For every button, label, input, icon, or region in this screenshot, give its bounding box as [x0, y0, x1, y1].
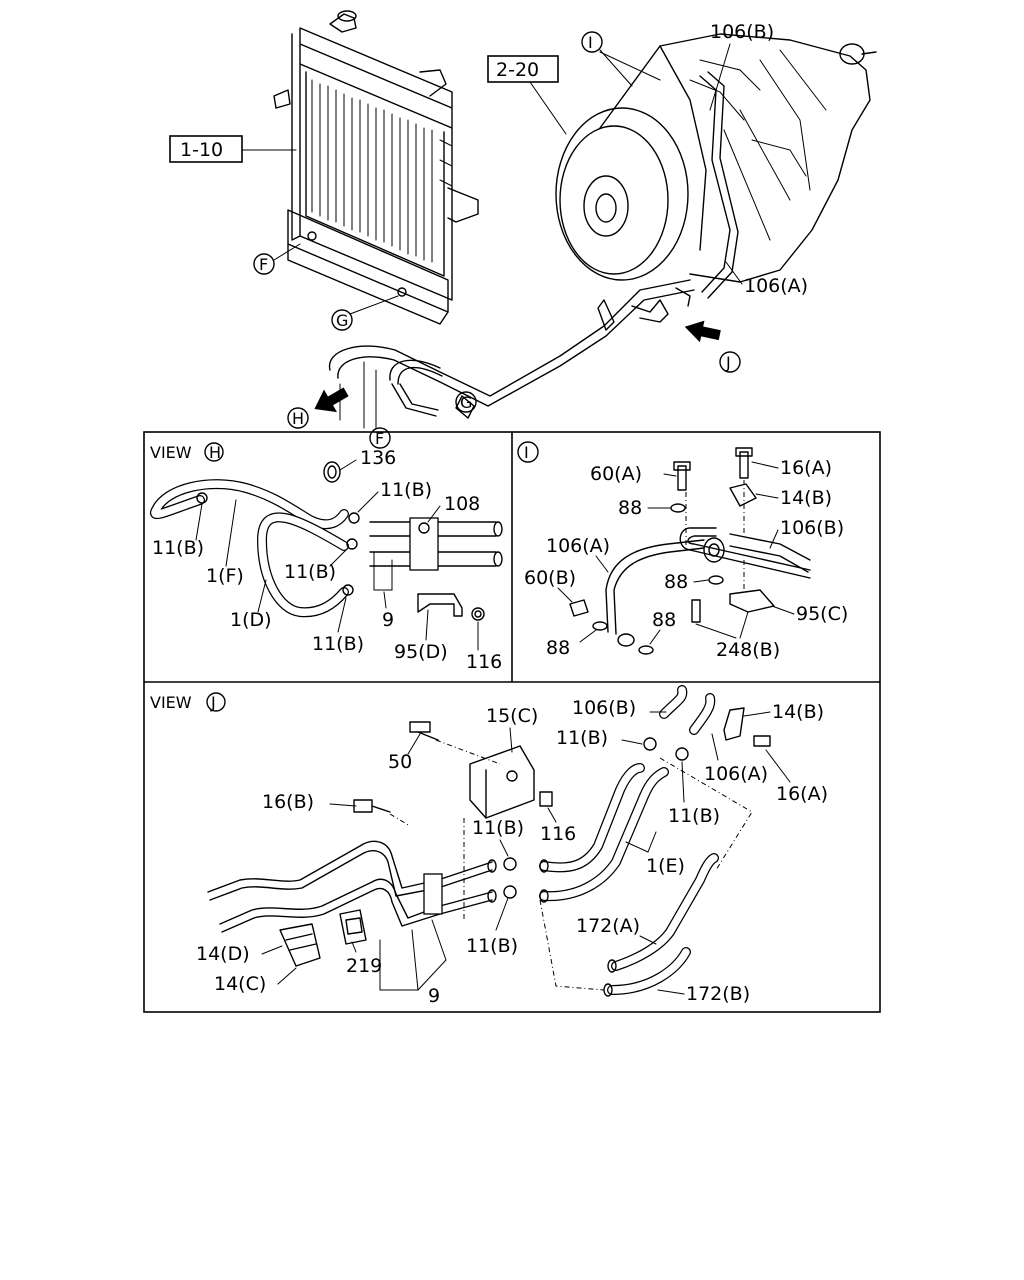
- vj-label-14c: 14(C): [214, 973, 266, 995]
- callout-g-2: [455, 391, 477, 413]
- vj-label-11b-d: 11(B): [466, 935, 518, 957]
- ref-box-transmission: [487, 55, 559, 83]
- vi-label-88-c: 88: [652, 609, 676, 631]
- svg-text:G: G: [336, 311, 348, 330]
- vi-label-106a: 106(A): [546, 535, 610, 557]
- vi-label-60a: 60(A): [590, 463, 642, 485]
- callout-f-2: [369, 427, 391, 449]
- vj-label-14d: 14(D): [196, 943, 250, 965]
- label-top-106b: 106(B): [710, 21, 774, 43]
- label-top-106a: 106(A): [744, 275, 808, 297]
- vj-label-219: 219: [346, 955, 382, 977]
- vh-label-136: 136: [360, 447, 396, 469]
- vi-label-88-b: 88: [664, 571, 688, 593]
- vj-label-11b-c: 11(B): [668, 805, 720, 827]
- radiator: [273, 10, 479, 325]
- vi-label-95c: 95(C): [796, 603, 848, 625]
- vj-label-50: 50: [388, 751, 412, 773]
- vj-label-116: 116: [540, 823, 576, 845]
- vh-label-9: 9: [382, 609, 394, 631]
- vh-label-11b-mid: 11(B): [284, 561, 336, 583]
- vj-label-16b: 16(B): [262, 791, 314, 813]
- callout-i-top: [581, 31, 603, 53]
- view-h-title: VIEW: [150, 443, 192, 462]
- vh-label-1f: 1(F): [206, 565, 244, 587]
- callout-g-1: [331, 309, 353, 331]
- svg-text:I: I: [588, 33, 593, 52]
- vj-label-1e: 1(E): [646, 855, 685, 877]
- view-j-title: VIEW: [150, 693, 192, 712]
- svg-text:F: F: [375, 429, 384, 448]
- vj-label-16a: 16(A): [776, 783, 828, 805]
- svg-text:H: H: [292, 409, 304, 428]
- svg-text:J: J: [210, 693, 216, 712]
- vi-label-16a: 16(A): [780, 457, 832, 479]
- vh-label-11b-low: 11(B): [312, 633, 364, 655]
- vh-label-95d: 95(D): [394, 641, 448, 663]
- vi-label-60b: 60(B): [524, 567, 576, 589]
- arrow-j: [684, 320, 721, 343]
- vj-label-15c: 15(C): [486, 705, 538, 727]
- vj-label-11b-b: 11(B): [472, 817, 524, 839]
- vj-label-106b: 106(B): [572, 697, 636, 719]
- vj-label-172a: 172(A): [576, 915, 640, 937]
- vj-label-172b: 172(B): [686, 983, 750, 1005]
- vh-label-11b-left: 11(B): [152, 537, 204, 559]
- vi-label-88-d: 88: [546, 637, 570, 659]
- svg-text:H: H: [209, 443, 221, 462]
- callout-f-1: [253, 253, 275, 275]
- view-i-title: I: [524, 443, 529, 462]
- vi-label-14b: 14(B): [780, 487, 832, 509]
- view-j-panel: VIEW J: [150, 685, 828, 1007]
- view-h-panel: VIEW H 136 11(B) 108 11(B) 1(F) 11(B): [149, 442, 503, 673]
- transmission: [555, 33, 877, 299]
- svg-text:G: G: [460, 393, 472, 412]
- view-i-panel: I 60(A) 16(A) 14(B) 88 106(B) 106(A): [517, 441, 848, 661]
- vi-label-88-a: 88: [618, 497, 642, 519]
- svg-text:F: F: [259, 255, 268, 274]
- ref-radiator: 1-10: [180, 139, 223, 161]
- ref-transmission: 2-20: [496, 59, 539, 81]
- vj-label-11b-a: 11(B): [556, 727, 608, 749]
- vj-label-9: 9: [428, 985, 440, 1007]
- vh-label-108: 108: [444, 493, 480, 515]
- vh-label-1d: 1(D): [230, 609, 272, 631]
- vh-label-11b-a: 11(B): [380, 479, 432, 501]
- overview: 1-10 2-20 106(B) 106(A) I: [169, 10, 877, 449]
- vi-label-106b: 106(B): [780, 517, 844, 539]
- vj-label-14b: 14(B): [772, 701, 824, 723]
- vi-label-248b: 248(B): [716, 639, 780, 661]
- svg-text:J: J: [725, 353, 731, 372]
- vh-label-116: 116: [466, 651, 502, 673]
- callout-j: [719, 351, 741, 373]
- callout-h: [287, 407, 309, 429]
- vj-label-106a: 106(A): [704, 763, 768, 785]
- ref-box-radiator: [169, 135, 243, 163]
- arrow-h: [314, 387, 349, 413]
